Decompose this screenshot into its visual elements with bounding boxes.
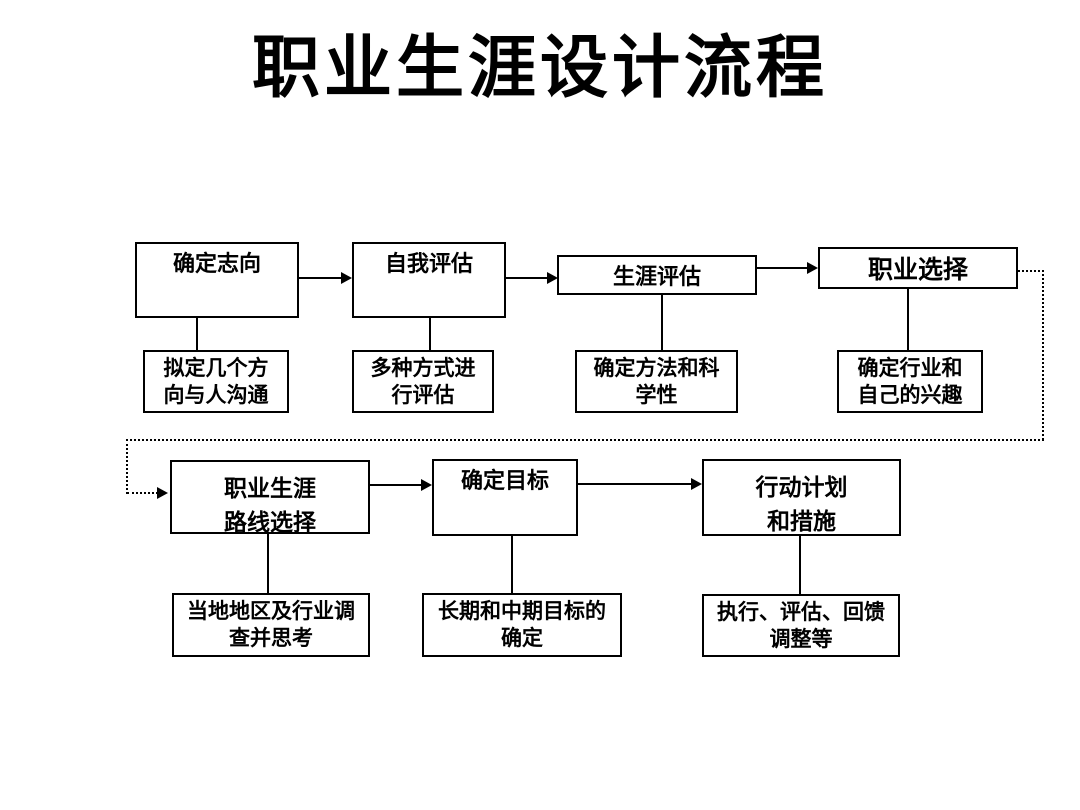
node-ambition: 确定志向 (135, 242, 299, 318)
node-career-path: 职业生涯 路线选择 (170, 460, 370, 535)
arrow-right-icon (421, 479, 432, 491)
subnode-action-plan-detail: 执行、评估、回馈 调整等 (702, 594, 900, 657)
dotted-loop-right-segment (1042, 270, 1044, 440)
connector-action-plan-vline (799, 534, 801, 595)
subnode-ambition-detail: 拟定几个方 向与人沟通 (143, 350, 289, 413)
arrow-right-icon (807, 262, 818, 274)
connector-career-choice-vline (907, 287, 909, 351)
dotted-loop-entry-segment (127, 492, 158, 494)
dotted-loop-left-segment (126, 439, 128, 494)
node-self-assessment: 自我评估 (352, 242, 506, 318)
node-career-choice: 职业选择 (818, 247, 1018, 289)
subnode-self-assessment-detail: 多种方式进 行评估 (352, 350, 494, 413)
arrow-goal-to-action-line (578, 483, 693, 485)
node-action-plan: 行动计划 和措施 (702, 459, 901, 536)
arrow-right-icon (691, 478, 702, 490)
subnode-career-choice-detail: 确定行业和 自己的兴趣 (837, 350, 983, 413)
subnode-career-assessment-detail: 确定方法和科 学性 (575, 350, 738, 413)
subnode-goal-setting-detail: 长期和中期目标的 确定 (422, 593, 622, 657)
arrow-right-icon (157, 487, 168, 499)
node-career-assessment: 生涯评估 (557, 255, 757, 295)
connector-goal-setting-vline (511, 534, 513, 594)
arrow-path-to-goal-line (369, 484, 423, 486)
arrow-self-to-career-assessment-line (506, 277, 550, 279)
subnode-career-path-detail: 当地地区及行业调 查并思考 (172, 593, 370, 657)
arrow-right-icon (341, 272, 352, 284)
connector-career-assessment-vline (661, 293, 663, 351)
connector-ambition-vline (196, 316, 198, 351)
arrow-right-icon (547, 272, 558, 284)
arrow-career-assessment-to-choice-line (757, 267, 809, 269)
dotted-loop-middle-segment (126, 439, 1044, 441)
node-goal-setting: 确定目标 (432, 459, 578, 536)
connector-self-assessment-vline (429, 316, 431, 351)
connector-career-path-vline (267, 532, 269, 594)
arrow-ambition-to-self-line (299, 277, 343, 279)
dotted-loop-top-segment (1018, 270, 1044, 272)
slide-title: 职业生涯设计流程 (251, 30, 828, 106)
